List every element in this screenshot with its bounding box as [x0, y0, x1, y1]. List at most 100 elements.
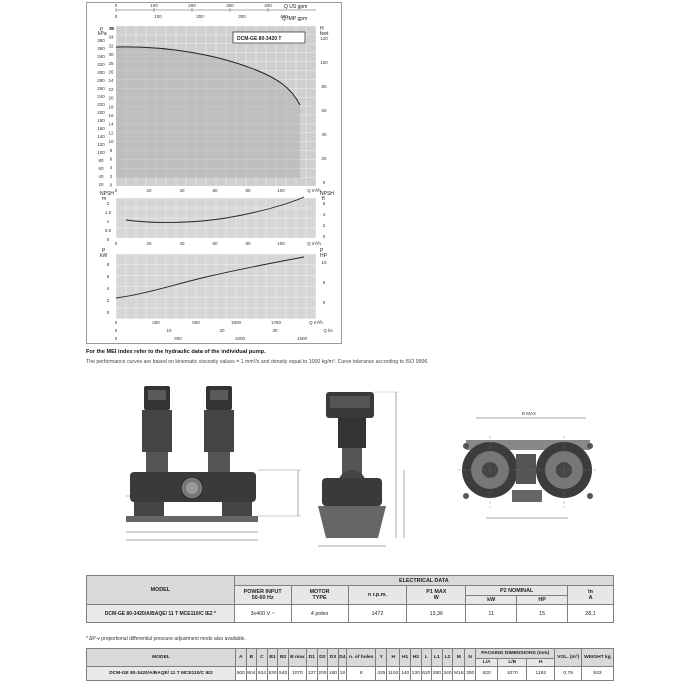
- q-npsh-tick: 40: [179, 241, 185, 246]
- h-tick-label: 2: [110, 174, 113, 179]
- elec-cell-motor: 4 poles: [290, 604, 349, 623]
- elec-cell-hp: 15: [516, 604, 569, 623]
- motor-2-body: [204, 410, 234, 452]
- elec-cell-rpm: 1472: [347, 604, 408, 623]
- chart-title: DCM-GE 80-3420 T: [237, 36, 281, 42]
- q-npsh-tick: 0: [115, 241, 118, 246]
- bottom-axis-1: 1750: [271, 320, 282, 325]
- h-tick-label: 20: [108, 96, 114, 101]
- power-tick-label: 4: [107, 286, 110, 291]
- npsh-right-unit: ft: [322, 196, 325, 202]
- feet-tick-label: 60: [321, 108, 327, 113]
- top-tick-label-2: 400: [280, 14, 288, 19]
- elec-header-rpm: n r.p.m.: [347, 585, 408, 605]
- dim-header: H1: [399, 648, 411, 667]
- p-tick-label: 360: [97, 46, 105, 51]
- power-unit: kW: [100, 253, 108, 259]
- base-plate: [126, 516, 258, 522]
- motor-1-body: [142, 410, 172, 452]
- dim-header: n. of holes: [346, 648, 377, 667]
- top-tick-label-2: 300: [238, 14, 246, 19]
- dim-model-cell: DCM-GE 80-3420/A/BAQE/ 11 T MCE110/C IE2: [86, 666, 236, 681]
- p-tick-label: 240: [97, 94, 105, 99]
- dim-header: Y: [375, 648, 388, 667]
- dim-header: D1: [306, 648, 318, 667]
- top-axis-unit-2: Q IMP gpm: [282, 16, 307, 22]
- h-tick-label: 14: [108, 122, 114, 127]
- p-tick-label: 180: [97, 118, 105, 123]
- q-npsh-tick: 20: [146, 241, 152, 246]
- top-axis-unit-1: Q US gpm: [284, 4, 307, 10]
- feet-tick-label: 0: [323, 180, 326, 185]
- dim-header-weight: WEIGHT kg: [580, 648, 615, 667]
- side-base: [318, 506, 386, 538]
- bottom-axis-1: 500: [192, 320, 200, 325]
- dim-cell: 533: [580, 666, 615, 681]
- footnote: * ΔP-v proportional differential pressur…: [86, 636, 246, 642]
- npsh-unit: m: [102, 196, 106, 202]
- h-tick-label: 36: [108, 26, 114, 31]
- mei-note: For the MEI index refer to the hydraulic…: [86, 349, 266, 355]
- bottom-axis-3: 0: [115, 336, 118, 341]
- p-axis-label: p: [100, 26, 103, 32]
- h-tick-label: 16: [108, 113, 114, 118]
- top-tick-label: 400: [264, 3, 272, 8]
- p-tick-label: 280: [97, 78, 105, 83]
- dim-header: H2: [409, 648, 422, 667]
- dim-header: M: [452, 648, 466, 667]
- p-tick-label: 120: [97, 142, 105, 147]
- h-tick-label: 26: [108, 70, 114, 75]
- dim-cell: 620: [420, 666, 433, 681]
- p-tick-label: 160: [97, 126, 105, 131]
- dim-cell: 1070: [287, 666, 307, 681]
- npsh-right-tick-label: 4: [323, 212, 326, 217]
- power-label: P: [102, 248, 106, 254]
- table-row: DCM-GE 80-3420/A/BAQE/ 11 T MCE110/C IE2…: [86, 604, 614, 623]
- q-npsh-tick: 60: [212, 241, 218, 246]
- npsh-tick-label: 0.5: [105, 228, 112, 233]
- dim-cell: 425: [375, 666, 388, 681]
- power-tick-label: 8: [107, 262, 110, 267]
- dim-header: L2: [441, 648, 454, 667]
- dim-header: D3: [327, 648, 339, 667]
- h-tick-label: 6: [110, 157, 113, 162]
- p-tick-label: 80: [98, 158, 104, 163]
- p-tick-label: 200: [97, 110, 105, 115]
- elec-header-p2: P2 NOMINAL: [465, 585, 569, 596]
- head-curve: [115, 46, 301, 106]
- dim-cell: M16: [452, 666, 466, 681]
- p-tick-label: 320: [97, 62, 105, 67]
- dim-cell: 160: [327, 666, 339, 681]
- elec-header-hp: HP: [516, 595, 569, 605]
- top-tick-label-2: 200: [196, 14, 204, 19]
- dim-header-h: H: [526, 658, 556, 667]
- power-tick-label: 6: [107, 274, 110, 279]
- dim-header-model: MODEL: [86, 648, 236, 667]
- dim-header: L1: [431, 648, 443, 667]
- p-tick-label: 40: [98, 174, 104, 179]
- bottom-axis-3: 1000: [235, 336, 246, 341]
- bottom-axis-1: 0: [115, 320, 118, 325]
- h-tick-label: 4: [110, 165, 113, 170]
- dim-header: B2: [277, 648, 289, 667]
- h-tick-label: 22: [108, 87, 114, 92]
- npsh-label: NPSH: [100, 191, 114, 197]
- elec-header-model: MODEL: [86, 575, 235, 605]
- q-main-tick: 60: [212, 188, 218, 193]
- q-main-tick: 0: [115, 188, 118, 193]
- h-tick-label: 12: [108, 130, 114, 135]
- dim-header-la: L/A: [474, 658, 499, 667]
- power-curve: [115, 256, 305, 299]
- dim-cell: 200: [316, 666, 329, 681]
- dim-header: B max: [287, 648, 307, 667]
- bottom-axis-2: 0: [115, 328, 118, 333]
- chart-title-box: [232, 31, 306, 44]
- dim-cell: 137: [306, 666, 318, 681]
- h-tick-label: 30: [108, 52, 114, 57]
- dim-cell: 924: [256, 666, 268, 681]
- side-view-drawing: [318, 391, 405, 547]
- p-tick-label: 220: [97, 102, 105, 107]
- dim-header: B1: [266, 648, 279, 667]
